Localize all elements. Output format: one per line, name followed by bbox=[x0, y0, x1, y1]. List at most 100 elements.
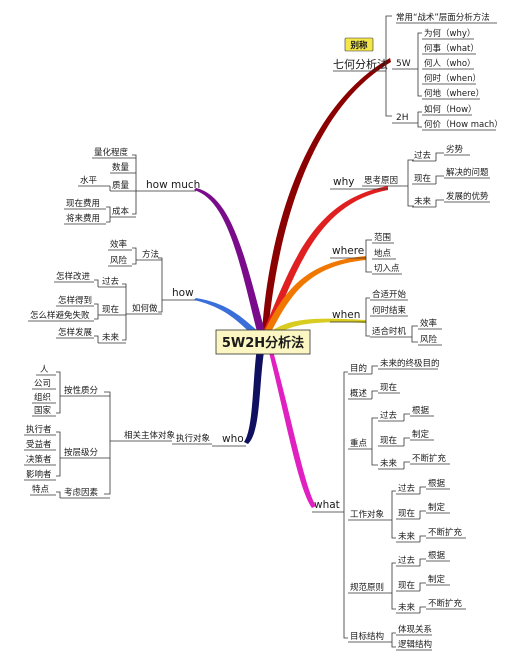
node-who: who bbox=[222, 433, 244, 445]
how-section: how 方法 效率 风险 如何做 过去 怎样改进 现在 怎样得到 怎么样避免失败… bbox=[28, 239, 196, 344]
node-what-ultimate-goal: 未来的终极目的 bbox=[380, 358, 440, 369]
node-who-country: 国家 bbox=[34, 405, 52, 416]
node-what-focus-future: 未来 bbox=[380, 458, 398, 469]
node-5w-who: 何人（who） bbox=[424, 58, 476, 69]
where-section: where 范围 地点 切入点 bbox=[330, 232, 402, 275]
node-what-rules-past-value: 根据 bbox=[428, 550, 446, 561]
node-where-entry: 切入点 bbox=[374, 264, 400, 274]
node-what-work-now-value: 制定 bbox=[428, 502, 446, 513]
node-howmuch-cost-future: 将来费用 bbox=[66, 213, 100, 224]
node-why-future: 未来 bbox=[414, 196, 432, 207]
node-what: what bbox=[314, 499, 340, 511]
node-why-past-value: 劣势 bbox=[446, 144, 464, 155]
node-who-person: 人 bbox=[40, 365, 49, 375]
node-2h-how: 如何（How） bbox=[424, 104, 477, 115]
node-what-rules-past: 过去 bbox=[398, 555, 416, 566]
node-who-organization: 组织 bbox=[34, 392, 51, 403]
node-howmuch-quantity: 数量 bbox=[112, 162, 130, 173]
node-what-focus: 重点 bbox=[350, 438, 368, 449]
node-what-focus-past: 过去 bbox=[380, 410, 398, 421]
when-section: when 合适开始 何时结束 适合时机 效率 风险 bbox=[330, 289, 442, 346]
node-who-characteristics: 特点 bbox=[32, 484, 50, 495]
node-what-relations: 体现关系 bbox=[398, 624, 432, 635]
alias-badge-label: 别称 bbox=[349, 40, 368, 51]
node-how: how bbox=[172, 287, 194, 299]
node-who-decision-maker: 决策者 bbox=[26, 454, 52, 465]
node-what-work-future-value: 不断扩充 bbox=[428, 527, 463, 538]
node-howmuch-cost: 成本 bbox=[112, 206, 130, 217]
node-5w-where: 何地（where） bbox=[424, 88, 484, 99]
main-branches bbox=[194, 58, 391, 508]
node-why-past: 过去 bbox=[414, 150, 432, 161]
center-node: 5W2H分析法 bbox=[215, 329, 311, 355]
node-who-beneficiary: 受益者 bbox=[26, 439, 52, 450]
node-how-avoid-failure: 怎么样避免失败 bbox=[30, 310, 90, 321]
node-5w-why: 为何（why） bbox=[424, 28, 475, 39]
node-5w-when: 何时（when） bbox=[424, 73, 481, 84]
node-seven-questions: 七何分析法 bbox=[333, 57, 388, 71]
node-when-timing: 适合时机 bbox=[372, 326, 407, 337]
node-tactical-method: 常用“战术”层面分析方法 bbox=[396, 12, 490, 23]
node-who-company: 公司 bbox=[34, 379, 51, 389]
node-where: where bbox=[332, 245, 364, 257]
node-what-work-past-value: 根据 bbox=[428, 478, 446, 489]
node-how-now: 现在 bbox=[102, 304, 119, 315]
node-how-develop: 怎样发展 bbox=[58, 327, 93, 338]
branch-how bbox=[194, 298, 266, 340]
node-what-structure: 目标结构 bbox=[350, 631, 384, 642]
node-why-future-value: 发展的优势 bbox=[446, 191, 489, 202]
node-who-subject: 相关主体对象 bbox=[124, 430, 176, 441]
node-when: when bbox=[332, 309, 360, 321]
node-what-work: 工作对象 bbox=[350, 509, 385, 520]
node-where-place: 地点 bbox=[374, 248, 392, 259]
node-2h: 2H bbox=[396, 113, 409, 123]
node-5w-what: 何事（what） bbox=[424, 43, 479, 54]
branch-howmuch bbox=[194, 188, 266, 336]
branch-who bbox=[244, 340, 266, 444]
node-what-overview-now: 现在 bbox=[380, 382, 397, 393]
node-why-reason: 思考原因 bbox=[364, 176, 398, 186]
node-when-efficiency: 效率 bbox=[420, 318, 438, 329]
node-how-future: 未来 bbox=[102, 332, 120, 343]
howmuch-section: how much 量化程度 数量 质量 水平 成本 现在费用 将来费用 bbox=[64, 147, 200, 225]
node-who-factors: 考虑因素 bbox=[64, 487, 99, 498]
why-section: why 思考原因 过去 劣势 现在 解决的问题 未来 发展的优势 bbox=[330, 144, 490, 208]
branch-where bbox=[262, 256, 366, 338]
node-howmuch-level: 水平 bbox=[80, 175, 98, 186]
node-when-start: 合适开始 bbox=[372, 289, 407, 300]
node-who-target: 执行对象 bbox=[176, 433, 211, 444]
node-who-by-nature: 按性质分 bbox=[64, 385, 99, 396]
node-what-rules-now-value: 制定 bbox=[428, 574, 446, 585]
node-what-focus-past-value: 根据 bbox=[412, 405, 430, 416]
alias-badge bbox=[344, 37, 374, 52]
node-howmuch-quantify: 量化程度 bbox=[94, 147, 129, 158]
node-what-rules-future: 未来 bbox=[398, 602, 416, 613]
node-what-rules-future-value: 不断扩充 bbox=[428, 598, 463, 609]
what-section: what 目的 未来的终极目的 概述 现在 重点 过去 根据 现在 制定 未来 … bbox=[312, 358, 466, 651]
node-what-logic: 逻辑结构 bbox=[398, 639, 432, 650]
node-what-goal: 目的 bbox=[350, 363, 367, 374]
node-why-now-value: 解决的问题 bbox=[446, 167, 489, 178]
node-how-improve: 怎样改进 bbox=[56, 271, 91, 282]
top-section: 别称 七何分析法 常用“战术”层面分析方法 5W 为何（why） 何事（what… bbox=[333, 12, 503, 131]
node-what-focus-now-value: 制定 bbox=[412, 429, 430, 440]
node-what-focus-now: 现在 bbox=[380, 435, 397, 446]
node-2h-howmuch: 何价（How mach） bbox=[424, 119, 503, 130]
node-what-rules: 规范原则 bbox=[350, 582, 384, 593]
node-what-work-now: 现在 bbox=[398, 508, 415, 519]
node-where-scope: 范围 bbox=[374, 232, 391, 243]
node-how-obtain: 怎样得到 bbox=[58, 295, 92, 306]
node-who-executor: 执行者 bbox=[26, 424, 52, 435]
node-how-howto: 如何做 bbox=[132, 303, 158, 314]
node-what-overview: 概述 bbox=[350, 388, 368, 399]
node-5w: 5W bbox=[396, 59, 411, 69]
center-title: 5W2H分析法 bbox=[222, 335, 304, 351]
node-howmuch-cost-now: 现在费用 bbox=[66, 198, 100, 209]
node-who-influencer: 影响者 bbox=[26, 469, 52, 480]
node-what-work-past: 过去 bbox=[398, 483, 416, 494]
node-what-focus-future-value: 不断扩充 bbox=[412, 453, 447, 464]
node-who-by-level: 按层级分 bbox=[64, 447, 99, 458]
who-section: who 执行对象 相关主体对象 按性质分 人 公司 组织 国家 按层级分 执行者… bbox=[24, 365, 246, 499]
